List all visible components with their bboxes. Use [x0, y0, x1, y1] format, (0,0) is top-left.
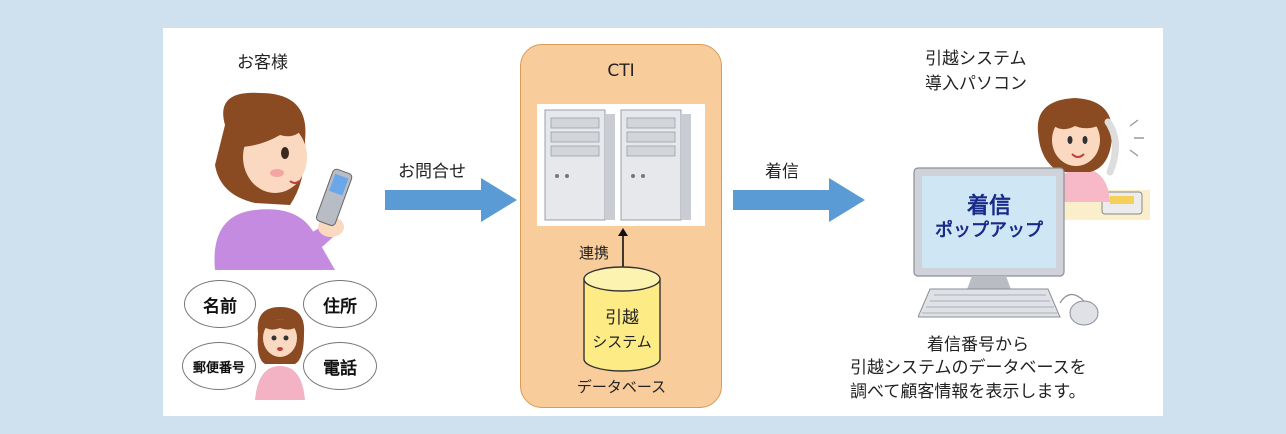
database-label-line1: 引越	[605, 308, 639, 328]
name-bubble: 名前	[184, 280, 256, 328]
popup-line1: 着信	[966, 193, 1011, 219]
database-caption: データベース	[576, 378, 667, 396]
phone-bubble: 電話	[303, 342, 377, 390]
database-cylinder-icon	[583, 266, 661, 372]
database-label-line2: システム	[592, 333, 652, 351]
server-towers-icon	[544, 109, 691, 221]
pc-desc-line3: 調べて顧客情報を表示します。	[850, 382, 1086, 402]
pc-desc-line2: 引越システムのデータベースを	[850, 358, 1087, 378]
pc-title-line2: 導入パソコン	[925, 74, 1027, 94]
incoming-arrow	[733, 178, 865, 222]
inquiry-arrow	[385, 178, 517, 222]
pc-title-line1: 引越システム	[925, 49, 1027, 69]
keyboard-mouse-illustration	[918, 288, 1099, 326]
pc-desc-line1: 着信番号から	[927, 335, 1029, 355]
monitor-illustration	[913, 167, 1065, 292]
incoming-label: 着信	[765, 162, 799, 182]
cti-title: CTI	[607, 61, 635, 81]
customer-illustration	[214, 92, 353, 270]
postal-code-bubble: 郵便番号	[182, 342, 256, 390]
customer-title: お客様	[237, 53, 288, 73]
inquiry-label: お問合せ	[398, 162, 466, 182]
server-image	[537, 104, 705, 226]
address-bubble: 住所	[303, 280, 377, 328]
operator-illustration	[1037, 98, 1150, 220]
link-label: 連携	[579, 244, 610, 262]
thinking-girl-illustration	[255, 307, 305, 400]
popup-line2: ポップアップ	[935, 220, 1043, 241]
